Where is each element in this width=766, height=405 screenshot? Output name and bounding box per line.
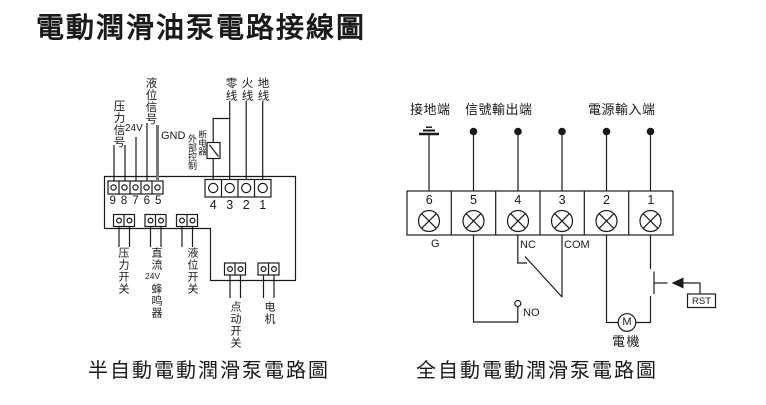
mains-wires: [229, 101, 264, 180]
reset-arrow-icon: [671, 277, 701, 294]
terminal-number: 8: [120, 195, 128, 207]
terminal-number: 5: [470, 193, 477, 207]
terminal-pair-jog-switch: [223, 262, 247, 298]
label-power-input: 電源輸入端: [588, 102, 656, 117]
terminal-pair-buzzer: [144, 213, 167, 247]
label-ground-terminal: 接地端: [410, 102, 451, 117]
label-pressure-signal: 压力信号: [112, 100, 125, 148]
junction-dots: [469, 127, 655, 136]
label-g: G: [431, 238, 440, 250]
terminal-strip-4-1: [204, 178, 272, 198]
breaker-switch-symbol: [206, 117, 230, 180]
label-24v: 24V: [125, 123, 143, 134]
terminal-pair-pressure-switch: [112, 213, 136, 247]
right-circuit: [406, 126, 717, 332]
motor-symbol-letter: M: [622, 316, 632, 328]
page-title: 電動潤滑油泵電路接線圖: [36, 12, 367, 43]
label-level-signal: 液位信号: [144, 77, 157, 125]
signal-wires: [113, 123, 148, 181]
label-com: COM: [564, 239, 590, 251]
terminal-number: 2: [242, 198, 250, 212]
terminal-number: 5: [155, 195, 162, 207]
terminal-number: 1: [647, 193, 655, 207]
pushbutton-symbol: [653, 271, 668, 294]
label-earth-wire: 地线: [256, 77, 269, 102]
terminal-pair-level-switch: [175, 213, 199, 247]
label-neutral-wire: 零线: [224, 77, 237, 102]
terminal-block-6-1: [406, 190, 674, 236]
relay-contact-symbol: [472, 235, 563, 323]
label-level-switch: 液位开关: [186, 247, 198, 295]
label-no: NO: [523, 307, 540, 319]
label-breaker: 断电器: [197, 130, 208, 156]
label-nc: NC: [520, 239, 536, 251]
terminal-numbers-4-1: 4 3 2 1: [205, 199, 271, 212]
left-diagram-caption: 半自動電動潤滑泵電路圖: [88, 360, 330, 382]
label-pressure-switch: 压力开关: [117, 247, 129, 295]
terminal-number: 7: [132, 195, 139, 207]
terminal-number: 4: [514, 193, 522, 207]
rst-button-box: [686, 293, 717, 309]
terminal-number: 1: [259, 198, 267, 212]
terminal-number: 6: [143, 195, 151, 207]
rst-button-label: RST: [692, 296, 711, 307]
terminal-number: 4: [209, 198, 217, 212]
controller-box-outline: [103, 175, 297, 282]
label-live-wire: 火线: [240, 77, 253, 102]
label-external-control: 外部控制: [187, 134, 197, 170]
label-jog-switch: 点动开关: [229, 301, 241, 349]
left-circuit: [103, 101, 297, 298]
label-buzzer-dc: 直流: [150, 247, 162, 271]
label-motor-left: 电机: [263, 301, 275, 325]
terminal-number: 3: [558, 193, 566, 207]
label-gnd: GND: [161, 130, 186, 142]
terminal-numbers-9-5: 9 8 7 6 5: [107, 195, 164, 208]
terminal-number: 6: [425, 193, 433, 207]
ground-symbol: [419, 126, 439, 191]
terminal-number: 2: [603, 193, 610, 207]
motor-circuit: [605, 235, 717, 332]
right-diagram-caption: 全自動電動潤滑泵電路圖: [416, 360, 658, 382]
label-signal-output: 信號輸出端: [465, 102, 533, 117]
label-buzzer-24v: 24V: [145, 271, 161, 281]
lamp-terminal-symbols: [417, 209, 662, 233]
terminal-strip-9-5: [107, 180, 164, 195]
label-motor-right: 電機: [612, 334, 642, 349]
terminal-numbers-6-1: 6 5 4 3 2 1: [407, 194, 673, 207]
label-buzzer-name: 蜂鸣器: [150, 283, 162, 319]
terminal-number: 3: [226, 198, 234, 212]
terminal-number: 9: [109, 195, 116, 207]
input-wires: [472, 135, 652, 191]
terminal-pair-motor: [257, 262, 280, 298]
